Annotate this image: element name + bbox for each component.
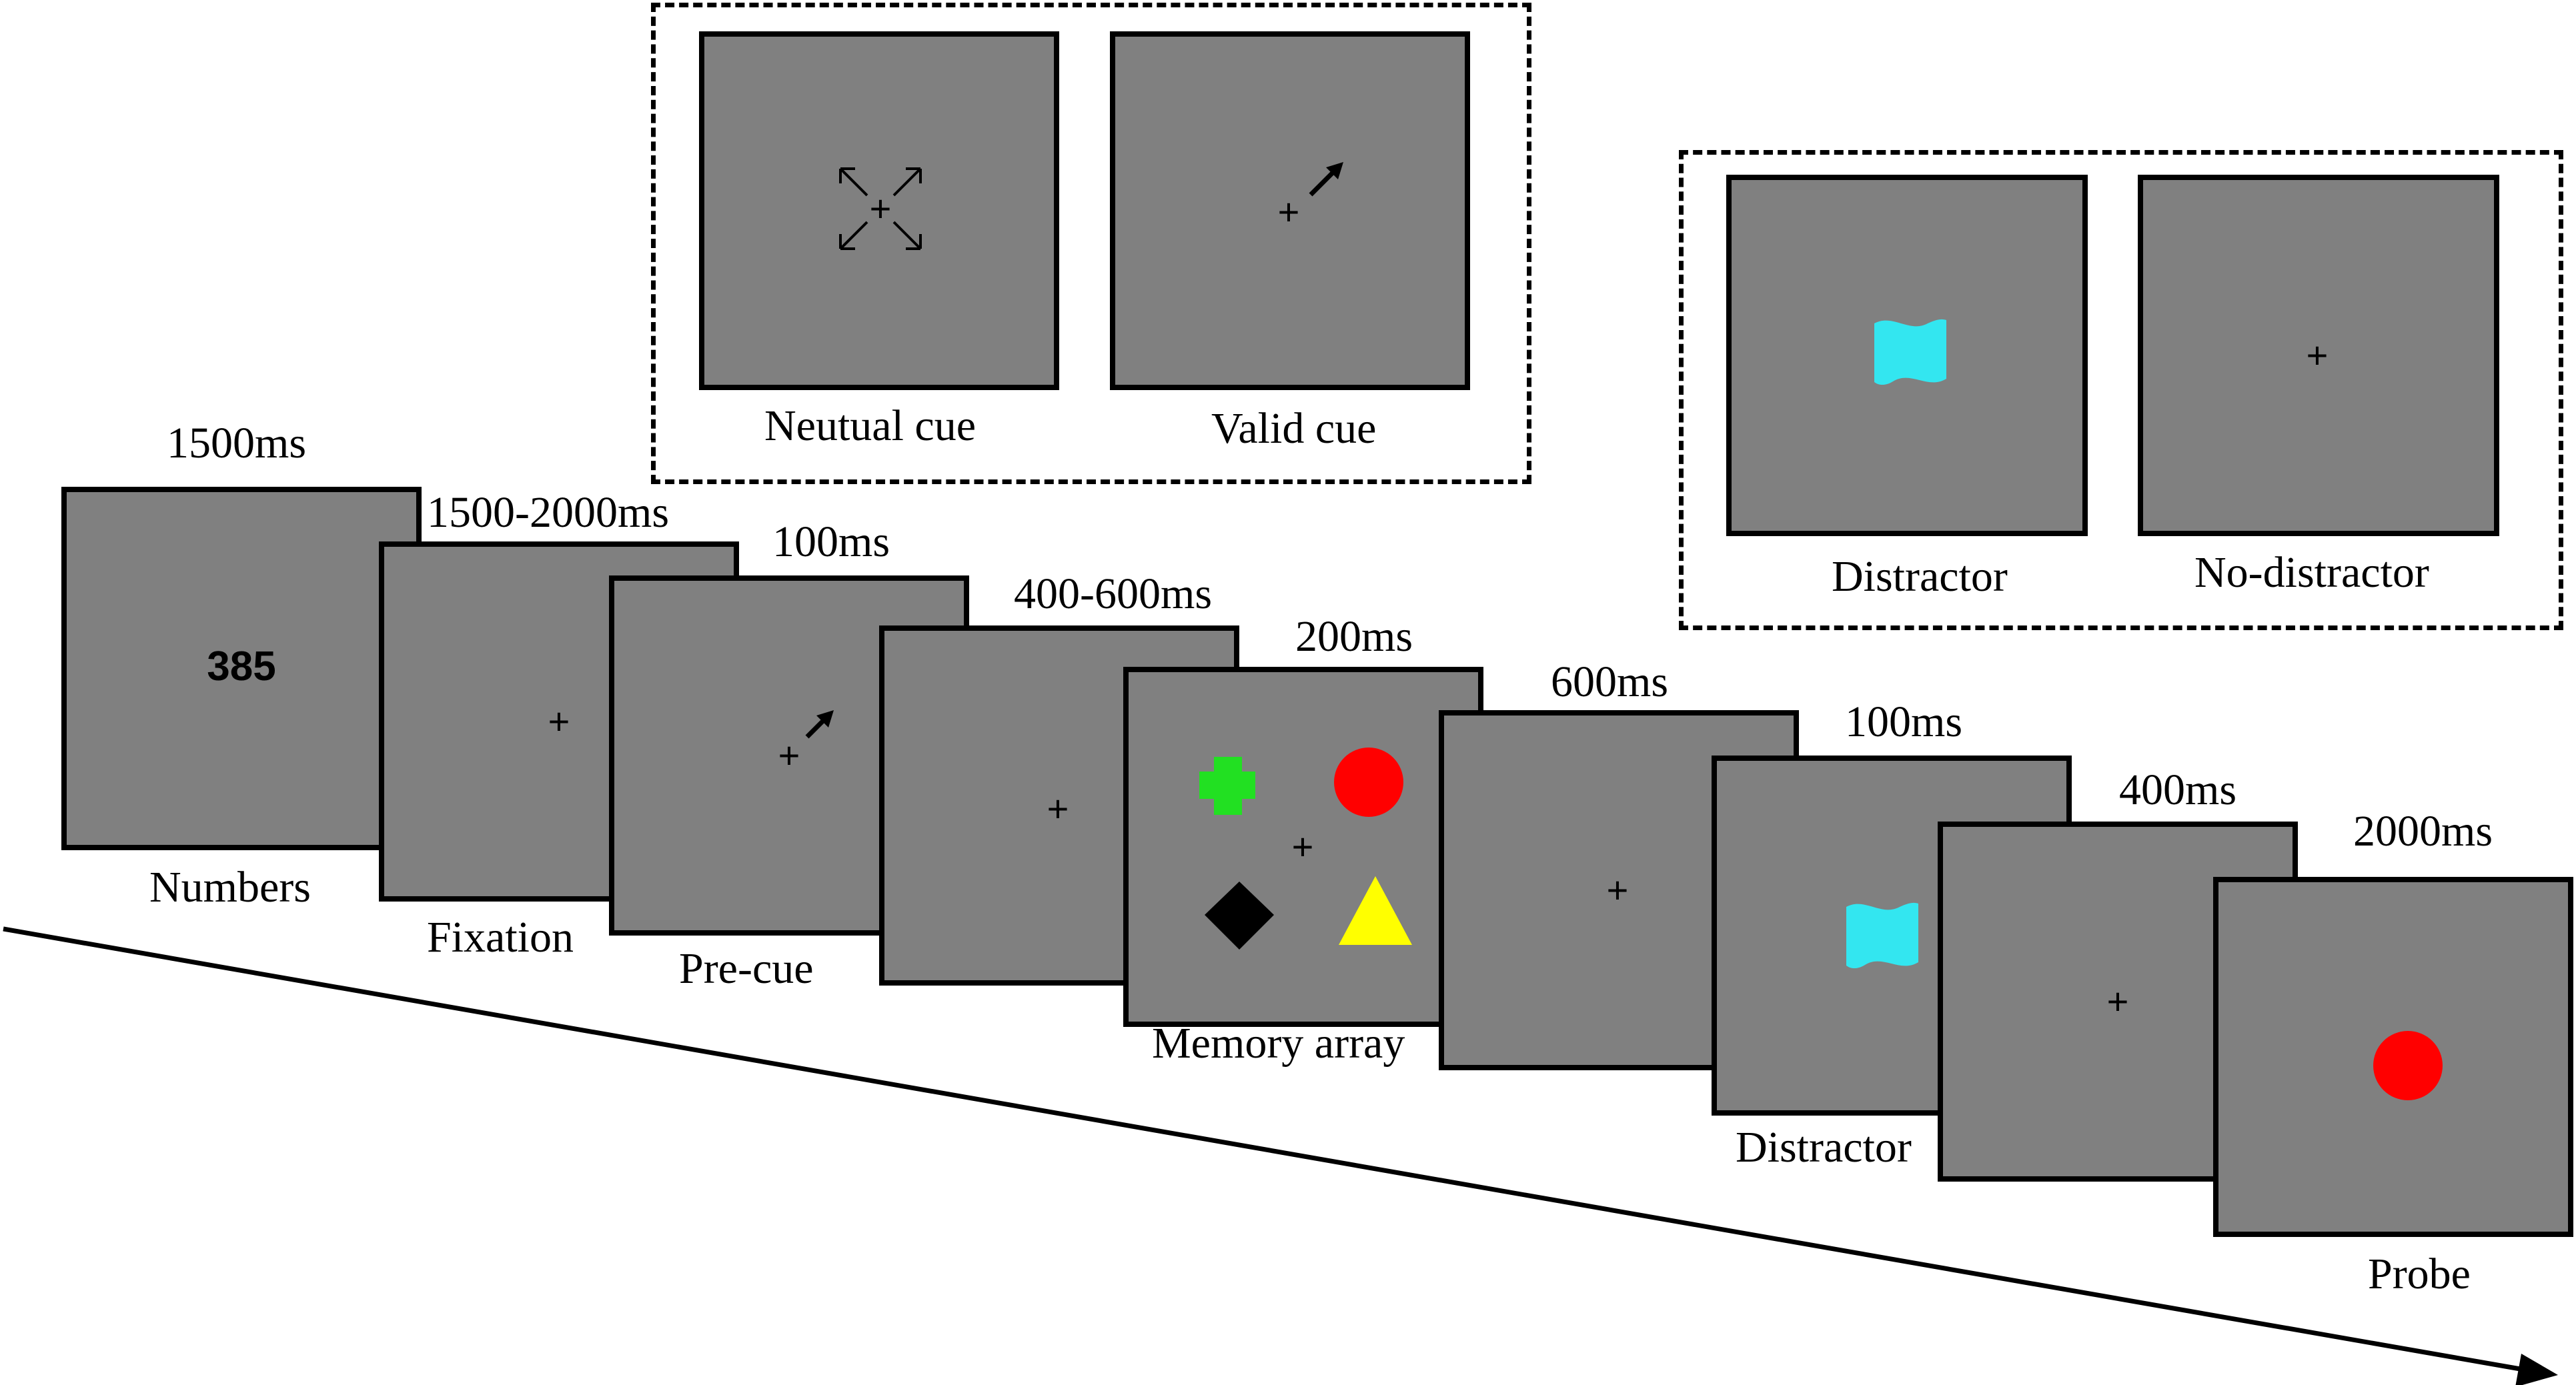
distractor-conditions-box <box>1679 150 2563 630</box>
duration-distractor: 100ms <box>1845 698 1963 746</box>
neutral-cue-screen <box>699 31 1059 390</box>
yellow-triangle-icon <box>1339 876 1412 945</box>
neutral-cue-fixation: + <box>869 187 892 229</box>
label-distractor: Distractor <box>1736 1123 1912 1172</box>
label-pre-cue: Pre-cue <box>679 944 814 993</box>
delay-2-fixation: + <box>1606 869 1629 911</box>
numbers-digits: 385 <box>207 643 276 689</box>
label-fixation: Fixation <box>427 913 574 962</box>
valid-cue-label: Valid cue <box>1211 404 1377 453</box>
delay-3-fixation: + <box>2106 980 2129 1022</box>
duration-numbers: 1500ms <box>167 419 307 467</box>
neutral-cue-label: Neutual cue <box>764 401 977 450</box>
no-distractor-fixation: + <box>2306 334 2329 376</box>
duration-fixation: 1500-2000ms <box>427 488 669 537</box>
distractor-condition-label: Distractor <box>1832 552 2008 601</box>
label-numbers: Numbers <box>149 863 311 912</box>
label-memory-array: Memory array <box>1152 1019 1405 1068</box>
duration-pre-cue: 100ms <box>772 517 890 566</box>
numbers-screen <box>61 487 422 850</box>
duration-delay-3: 400ms <box>2119 766 2237 814</box>
black-diamond-icon <box>1205 882 1274 950</box>
pre-cue-fixation: + <box>778 734 800 776</box>
duration-probe: 2000ms <box>2353 807 2493 856</box>
valid-cue-screen <box>1110 31 1470 390</box>
no-distractor-condition-label: No-distractor <box>2194 548 2429 597</box>
red-circle-icon <box>1334 748 1403 817</box>
fixation-cross: + <box>548 700 570 742</box>
memory-array-screen <box>1123 667 1483 1027</box>
cue-conditions-box <box>651 3 1531 484</box>
duration-delay-1: 400-600ms <box>1014 569 1212 618</box>
valid-cue-fixation: + <box>1277 191 1300 233</box>
green-cross-icon <box>1199 757 1255 815</box>
duration-memory-array: 200ms <box>1295 612 1413 661</box>
duration-delay-2: 600ms <box>1551 657 1669 706</box>
label-probe: Probe <box>2368 1250 2471 1298</box>
memory-array-fixation: + <box>1291 826 1314 868</box>
no-distractor-condition-screen <box>2138 175 2499 536</box>
delay-1-fixation: + <box>1047 788 1069 830</box>
